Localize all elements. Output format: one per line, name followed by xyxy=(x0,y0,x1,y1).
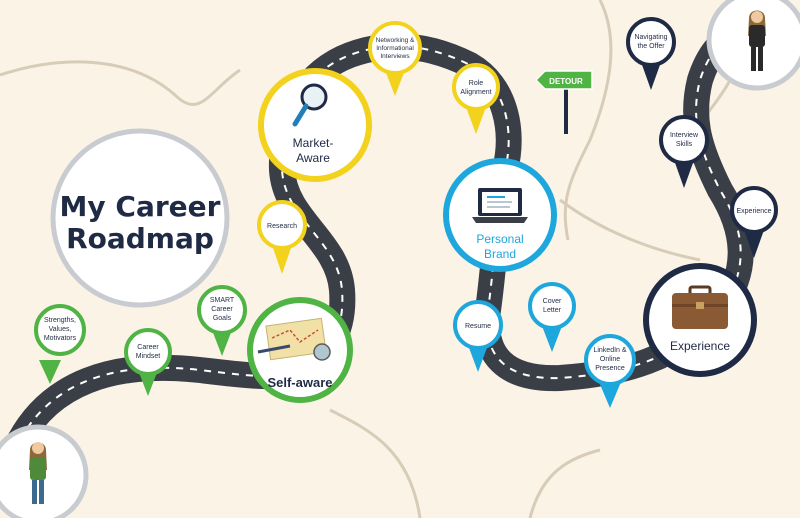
pin-role-line1: Role xyxy=(469,80,484,87)
pin-resume: Resume xyxy=(453,300,503,372)
pin-networking-line2: Informational xyxy=(376,45,414,52)
stage-experience: Experience xyxy=(643,263,757,377)
pin-strengths: Strengths, Values, Motivators xyxy=(34,304,86,384)
map-compass-icon xyxy=(257,317,331,361)
pin-navigating-offer: Navigating the Offer xyxy=(626,17,676,90)
stage-label-brand-1: Personal xyxy=(476,232,523,246)
pin-networking-line3: Interviews xyxy=(380,53,410,60)
pin-networking: Networking & Informational Interviews xyxy=(368,21,422,96)
pin-strengths-line1: Strengths, xyxy=(44,317,76,324)
title-line2: Roadmap xyxy=(66,222,214,255)
pin-cover-line1: Cover xyxy=(543,298,562,305)
pin-linkedin: LinkedIn & Online Presence xyxy=(584,334,636,408)
stage-market-aware: Market- Aware xyxy=(258,68,372,182)
pin-experience-line1: Experience xyxy=(736,208,771,215)
detour-sign: DETOUR xyxy=(534,70,593,134)
pin-mindset-line1: Career xyxy=(137,344,159,351)
pin-mindset: Career Mindset xyxy=(124,328,172,396)
pin-cover-letter: Cover Letter xyxy=(528,282,576,352)
person-icon xyxy=(29,442,47,504)
detour-label: DETOUR xyxy=(549,77,583,86)
pin-cover-line2: Letter xyxy=(543,307,562,314)
pin-role-line2: Alignment xyxy=(460,89,491,96)
professional-person-icon xyxy=(748,10,766,71)
pin-resume-line1: Resume xyxy=(465,323,491,330)
pin-strengths-line3: Motivators xyxy=(44,335,77,342)
pin-linkedin-line1: LinkedIn & xyxy=(593,347,626,354)
stage-label-experience: Experience xyxy=(670,339,730,353)
pin-role-alignment: Role Alignment xyxy=(452,63,500,134)
stage-label-market-1: Market- xyxy=(293,136,334,150)
pin-smart-goals: SMART Career Goals xyxy=(197,285,247,356)
pin-interview-skills: Interview Skills xyxy=(659,115,709,188)
stage-personal-brand: Personal Brand xyxy=(443,158,557,272)
pin-interview-line2: Skills xyxy=(676,141,693,148)
stage-label-market-2: Aware xyxy=(296,151,330,165)
pin-mindset-line2: Mindset xyxy=(136,353,161,360)
pin-interview-line1: Interview xyxy=(670,132,699,139)
background-paths xyxy=(0,0,732,518)
stage-label-self-aware: Self-aware xyxy=(267,375,332,390)
title-line1: My Career xyxy=(60,190,221,223)
pin-networking-line1: Networking & xyxy=(376,37,415,44)
pin-research-line1: Research xyxy=(267,223,297,230)
stage-self-aware: Self-aware xyxy=(247,297,353,403)
title-badge: My Career Roadmap xyxy=(50,128,230,308)
stage-label-brand-2: Brand xyxy=(484,247,516,261)
laptop-icon xyxy=(472,188,528,223)
pin-research: Research xyxy=(257,200,307,274)
pin-linkedin-line3: Presence xyxy=(595,365,625,372)
pin-smart-line2: Career xyxy=(211,306,233,313)
goal-person-badge xyxy=(706,0,800,91)
pin-strengths-line2: Values, xyxy=(49,326,72,333)
pin-experience: Experience xyxy=(730,186,778,258)
magnifying-glass-icon xyxy=(292,83,328,127)
pin-offer-line1: Navigating xyxy=(634,34,667,41)
pin-smart-line1: SMART xyxy=(210,297,235,304)
pin-smart-line3: Goals xyxy=(213,315,232,322)
pin-linkedin-line2: Online xyxy=(600,356,620,363)
pin-offer-line2: the Offer xyxy=(637,43,665,50)
briefcase-icon xyxy=(672,285,728,329)
start-person-badge xyxy=(0,424,89,518)
